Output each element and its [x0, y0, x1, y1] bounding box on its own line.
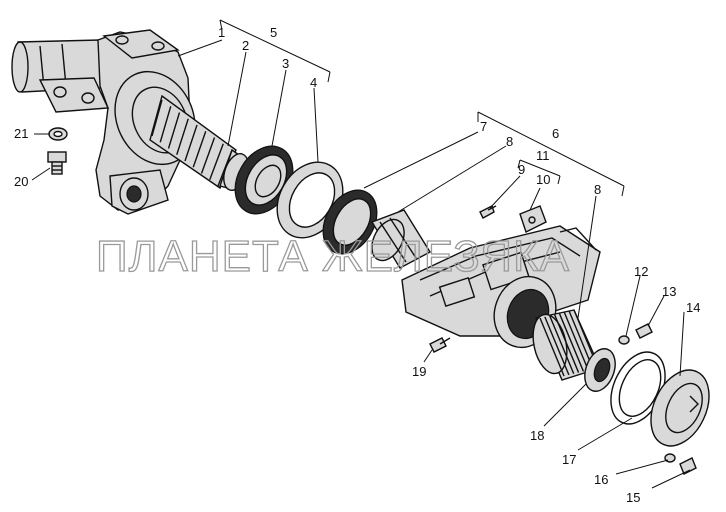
callout-numbers: 1 2 5 3 4 7 6 8 11 9 10 8 12 13 14 19 18… — [14, 25, 700, 505]
callout-8-upper: 8 — [506, 134, 513, 149]
callout-6: 6 — [552, 126, 559, 141]
callout-4: 4 — [310, 75, 317, 90]
axle-housing-part-1 — [11, 29, 196, 215]
clamp-plate-part-10 — [519, 205, 547, 233]
spline-hatch-line — [167, 112, 181, 149]
group-brackets — [219, 19, 625, 197]
spline-hatch-line — [539, 317, 565, 377]
callout-21: 21 — [14, 126, 28, 141]
bolt-part-20 — [47, 151, 67, 175]
spline-hatch-line — [544, 316, 570, 376]
spline-hatch-line — [200, 137, 216, 174]
callout-1: 1 — [218, 25, 225, 40]
spline-hatch-line — [549, 315, 575, 374]
bracket-housing-part-6 — [401, 225, 601, 349]
callout-12: 12 — [634, 264, 648, 279]
splined-sleeve-part-8-upper — [370, 209, 431, 269]
callout-3: 3 — [282, 56, 289, 71]
callout-15: 15 — [626, 490, 640, 505]
spline-hatch-line — [176, 118, 189, 155]
callout-10: 10 — [536, 172, 550, 187]
callout-7: 7 — [480, 119, 487, 134]
callout-16: 16 — [594, 472, 608, 487]
end-cover-part-14 — [650, 369, 710, 447]
spline-hatch-line — [563, 312, 589, 371]
callout-8-lower: 8 — [594, 182, 601, 197]
spline-hatch-line — [159, 106, 172, 143]
spline-hatch-line — [558, 313, 585, 372]
callout-19: 19 — [412, 364, 426, 379]
spline-hatch-line — [192, 131, 207, 168]
washer-part-12 — [618, 335, 630, 345]
splined-shaft-part-2 — [149, 94, 249, 191]
spline-hatch-line — [553, 314, 580, 373]
spline-hatch-line — [151, 99, 163, 137]
watermark-text: ПЛАНЕТА ЖЕЛЕЗЯКА — [96, 232, 570, 281]
washer-part-21 — [48, 127, 68, 141]
bolt-part-13 — [635, 323, 653, 339]
callout-14: 14 — [686, 300, 700, 315]
leader-lines — [31, 39, 691, 489]
splined-drum-part-8-lower — [532, 309, 601, 381]
bolt-part-15 — [679, 457, 697, 475]
bolt-part-19 — [429, 337, 451, 353]
callout-9: 9 — [518, 162, 525, 177]
callout-13: 13 — [662, 284, 676, 299]
callout-18: 18 — [530, 428, 544, 443]
oil-seal-part-7 — [322, 189, 378, 255]
nut-part-18 — [584, 348, 616, 392]
callout-17: 17 — [562, 452, 576, 467]
spline-hatch-line — [184, 124, 198, 162]
callout-5: 5 — [270, 25, 277, 40]
screw-part-9 — [479, 205, 497, 219]
callout-2: 2 — [242, 38, 249, 53]
callout-11: 11 — [536, 148, 550, 163]
callout-20: 20 — [14, 174, 28, 189]
spline-hatch-line — [209, 143, 224, 180]
